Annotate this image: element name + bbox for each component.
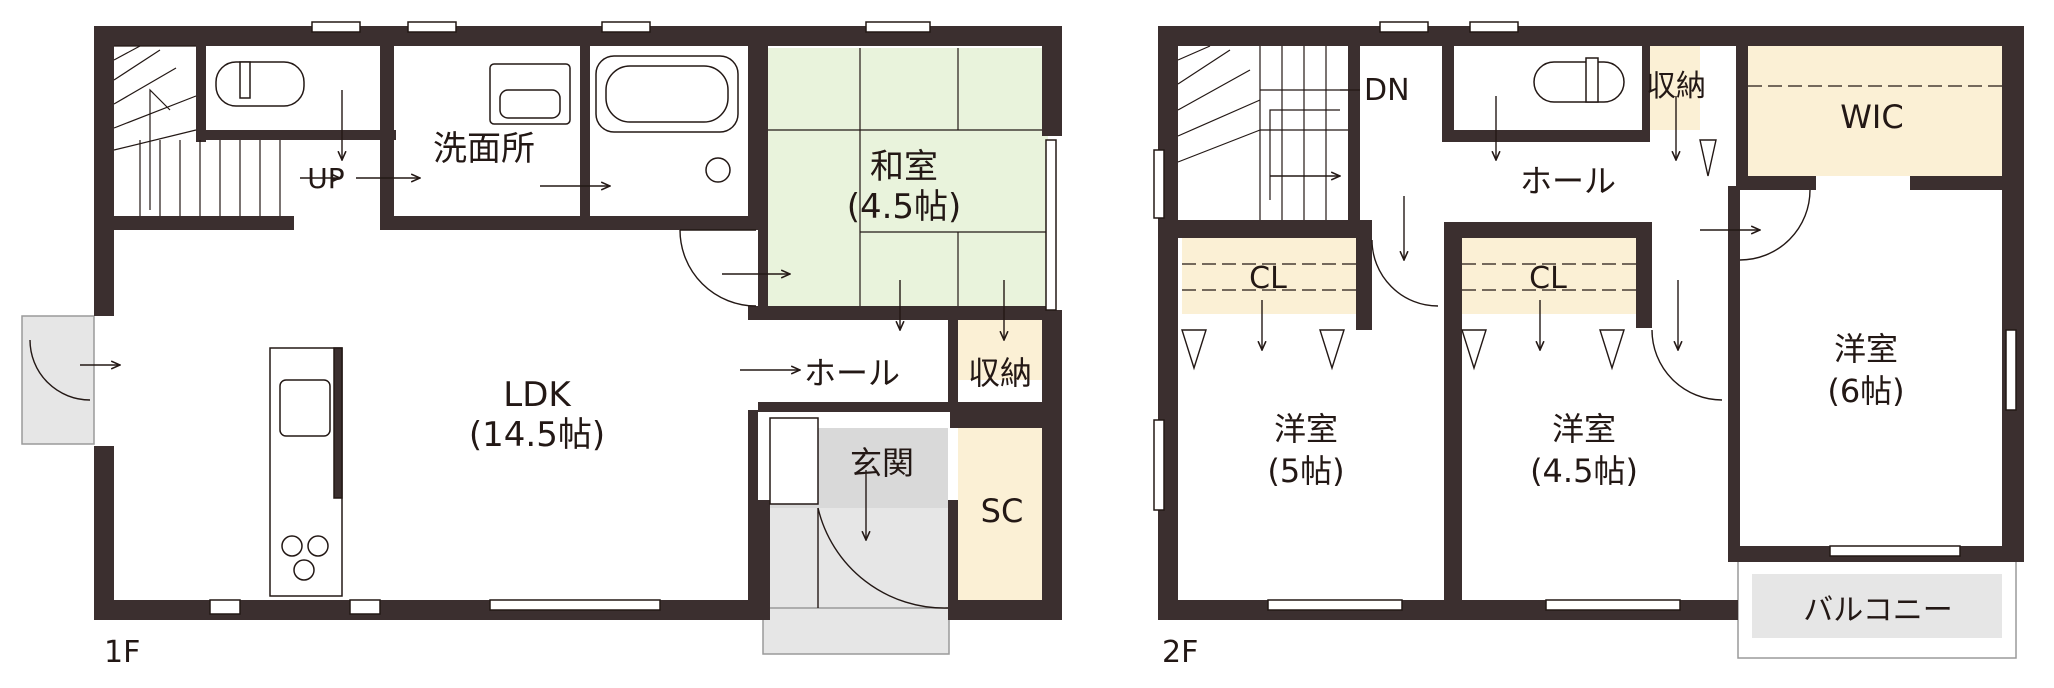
balcony-label: バルコニー — [1803, 593, 1952, 628]
cl-left-label: CL — [1249, 261, 1287, 296]
toilet-1f — [215, 61, 305, 107]
entrance-porch — [770, 508, 948, 608]
walls-1f — [94, 26, 1062, 620]
closet-doors-2f — [1181, 139, 1717, 371]
hall-1f-label: ホール — [804, 354, 900, 392]
stairs-up-label: UP — [307, 162, 344, 195]
room-45jo-size-label: (4.5帖) — [1530, 452, 1638, 490]
shelf-lines-2f — [1182, 85, 2002, 291]
tatami-lines — [768, 48, 1048, 318]
hall-2f-label: ホール — [1520, 162, 1616, 200]
floor-2f-title: 2F — [1162, 635, 1198, 670]
porch-step — [762, 607, 950, 655]
side-entry-step — [21, 315, 95, 445]
storage-1f-floor — [958, 320, 1046, 380]
floor-1f-title: 1F — [104, 635, 140, 670]
washitsu-label: 和室 — [870, 147, 938, 187]
floor-1f-plan: LDK (14.5帖) 洗面所 和室 (4.5帖) ホール 収納 玄関 SC U… — [21, 21, 1062, 670]
genkan-label: 玄関 — [850, 444, 914, 482]
cl-right-floor — [1462, 238, 1636, 314]
storage-1f-label: 収納 — [968, 354, 1032, 392]
genkan-cabinet — [769, 417, 819, 505]
washroom-label: 洗面所 — [433, 129, 535, 169]
door-swings-1f — [29, 229, 949, 609]
room-45jo-label: 洋室 — [1552, 410, 1616, 448]
washbasin — [489, 63, 571, 125]
door-swings-2f — [1371, 189, 1811, 401]
room-5jo-label: 洋室 — [1274, 410, 1338, 448]
windows-1f — [209, 21, 1057, 615]
stairs-2f — [1177, 45, 1360, 220]
ldk-label: LDK — [503, 375, 572, 415]
door-arrows-1f — [80, 90, 1004, 540]
stairs-dn-label: DN — [1364, 73, 1410, 108]
shoe-closet-label: SC — [981, 492, 1024, 530]
room-5jo-size-label: (5帖) — [1267, 452, 1344, 490]
room-6jo-label: 洋室 — [1834, 330, 1898, 368]
balcony-floor — [1752, 574, 2002, 638]
shoe-closet-floor — [958, 428, 1048, 600]
wic-floor — [1748, 46, 2002, 176]
kitchen-counter — [269, 347, 343, 597]
walls-2f — [1158, 26, 2024, 620]
door-arrows-2f — [1262, 96, 1760, 350]
ldk-size-label: (14.5帖) — [469, 415, 605, 455]
stairs-1f — [113, 45, 281, 216]
floor-2f-plan: DN 収納 WIC ホール CL CL 洋室 (5帖) 洋室 (4.5帖) 洋室… — [1153, 21, 2024, 670]
toilet-2f — [1533, 57, 1625, 103]
room-6jo-size-label: (6帖) — [1827, 372, 1904, 410]
cl-left-floor — [1182, 238, 1356, 314]
washitsu-floor — [768, 48, 1048, 318]
wic-label: WIC — [1840, 98, 1903, 136]
storage-2f-label: 収納 — [1646, 69, 1706, 104]
storage-2f-floor — [1650, 46, 1700, 130]
windows-2f — [1153, 21, 2017, 611]
bathtub — [595, 55, 739, 183]
cl-right-label: CL — [1529, 261, 1567, 296]
washitsu-size-label: (4.5帖) — [847, 187, 962, 227]
